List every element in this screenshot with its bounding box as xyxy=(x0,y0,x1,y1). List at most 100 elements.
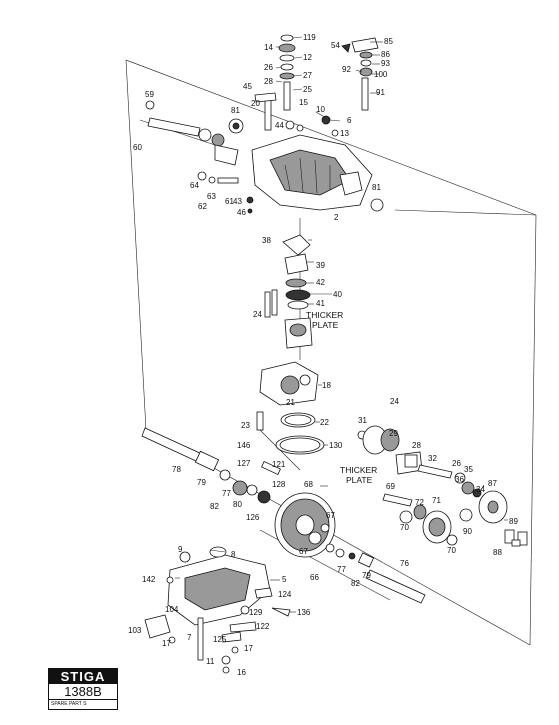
part-label: 45 xyxy=(243,82,252,91)
note-line: THICKER xyxy=(306,310,343,320)
part-label: 31 xyxy=(358,416,367,425)
part-label: 82 xyxy=(351,579,360,588)
part-label: 89 xyxy=(509,517,518,526)
part-label: 20 xyxy=(251,99,260,108)
upper-housing xyxy=(251,134,373,211)
rings xyxy=(256,411,325,455)
part-label: 90 xyxy=(463,527,472,536)
note-line: PLATE xyxy=(312,320,339,330)
part-label: 42 xyxy=(316,278,325,287)
part-label: 63 xyxy=(207,192,216,201)
part-label: 68 xyxy=(304,480,313,489)
part-label: 92 xyxy=(342,65,351,74)
part-label: 18 xyxy=(322,381,331,390)
part-label: 70 xyxy=(447,546,456,555)
note-line: PLATE xyxy=(346,475,373,485)
part-label: 103 xyxy=(128,626,142,635)
left-small-parts xyxy=(197,171,384,214)
part-label: 86 xyxy=(381,50,390,59)
part-label: 59 xyxy=(145,90,154,99)
part-label: 87 xyxy=(488,479,497,488)
part-label: 12 xyxy=(303,53,312,62)
right-assembly xyxy=(357,425,528,547)
part-label: 38 xyxy=(262,236,271,245)
part-label: 17 xyxy=(162,639,171,648)
left-axle xyxy=(141,427,281,504)
part-label: 32 xyxy=(428,454,437,463)
part-label: 100 xyxy=(374,70,388,79)
part-label: 11 xyxy=(206,657,215,666)
part-label: 8 xyxy=(231,550,236,559)
part-label: 81 xyxy=(372,183,381,192)
note-line: THICKER xyxy=(340,465,377,475)
part-label: 2 xyxy=(334,213,339,222)
part-label: 14 xyxy=(264,43,273,52)
part-label: 125 xyxy=(213,635,227,644)
part-label: 142 xyxy=(142,575,156,584)
part-labels: 119 14 12 26 27 28 25 45 20 15 10 6 13 4… xyxy=(128,33,518,677)
part-label: 67 xyxy=(299,547,308,556)
part-label: 70 xyxy=(400,523,409,532)
part-label: 88 xyxy=(493,548,502,557)
part-label: 76 xyxy=(400,559,409,568)
part-label: 26 xyxy=(452,459,461,468)
part-label: 124 xyxy=(278,590,292,599)
part-label: 119 xyxy=(303,33,316,42)
output-shaft xyxy=(325,543,426,604)
part-label: 25 xyxy=(303,85,312,94)
part-label: 54 xyxy=(331,41,340,50)
part-label: 26 xyxy=(264,63,273,72)
part-label: 61 xyxy=(225,197,234,206)
part-label: 36 xyxy=(455,475,464,484)
shaft-assembly-top xyxy=(145,100,244,166)
part-label: 39 xyxy=(316,261,325,270)
part-label: 104 xyxy=(165,605,179,614)
part-label: 78 xyxy=(172,465,181,474)
part-label: 67 xyxy=(326,511,335,520)
part-label: 44 xyxy=(275,121,284,130)
part-label: 9 xyxy=(178,545,183,554)
part-label: 72 xyxy=(415,498,424,507)
part-label: 77 xyxy=(222,489,231,498)
part-label: 64 xyxy=(190,181,199,190)
large-gear xyxy=(274,492,336,558)
part-label: 41 xyxy=(316,299,325,308)
part-label: 122 xyxy=(256,622,270,631)
part-label: 28 xyxy=(264,77,273,86)
part-label: 16 xyxy=(237,668,246,677)
part-label: 43 xyxy=(233,197,242,206)
part-label: 128 xyxy=(272,480,286,489)
center-housing xyxy=(259,361,319,406)
part-label: 121 xyxy=(272,460,286,469)
differential-gear xyxy=(382,493,473,546)
part-label: 17 xyxy=(244,644,253,653)
middle-stack xyxy=(264,234,313,349)
part-label: 24 xyxy=(390,397,399,406)
part-label: 46 xyxy=(237,208,246,217)
part-label: 136 xyxy=(297,608,311,617)
part-label: 130 xyxy=(329,441,343,450)
part-label: 129 xyxy=(249,608,263,617)
part-label: 29 xyxy=(389,429,398,438)
part-label: 85 xyxy=(384,37,393,46)
logo-brand: STIGA xyxy=(49,669,117,684)
lower-small-parts xyxy=(221,587,291,674)
part-label: 93 xyxy=(381,59,390,68)
part-label: 79 xyxy=(197,478,206,487)
part-label: 23 xyxy=(241,421,250,430)
leader-lines xyxy=(175,36,508,613)
thicker-plate-note: THICKER PLATE xyxy=(340,465,380,485)
part-label: 7 xyxy=(187,633,192,642)
part-label: 60 xyxy=(133,143,142,152)
part-label: 81 xyxy=(231,106,240,115)
logo-code: 1388B xyxy=(64,684,102,699)
part-label: 77 xyxy=(337,565,346,574)
part-label: 80 xyxy=(233,500,242,509)
logo-sub: SPARE PART S xyxy=(49,699,117,708)
part-label: 24 xyxy=(253,310,262,319)
part-label: 126 xyxy=(246,513,260,522)
part-label: 146 xyxy=(237,441,251,450)
part-label: 66 xyxy=(310,573,319,582)
thicker-plate-note: THICKER PLATE xyxy=(306,310,346,330)
